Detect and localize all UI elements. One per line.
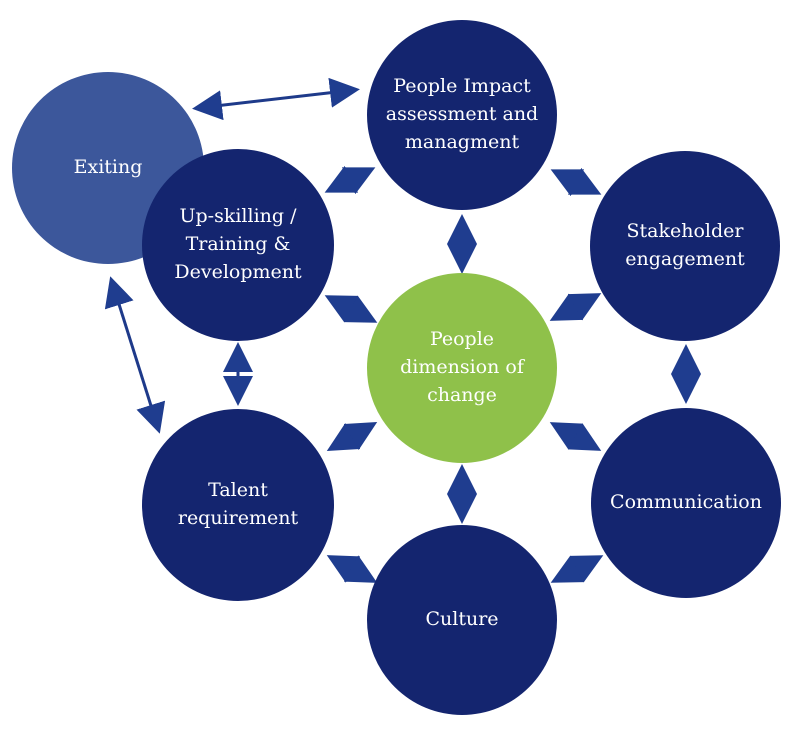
node-upskilling-label-line: Development [174, 261, 302, 283]
node-stakeholder-circle [590, 151, 780, 341]
node-talent-label-line: requirement [178, 507, 299, 529]
node-center: People dimension of change [367, 273, 557, 463]
node-center-label-line: dimension of [400, 356, 526, 378]
node-upskilling: Up-skilling / Training & Development [142, 149, 334, 341]
node-communication-circle [591, 408, 781, 598]
double-arrow [324, 165, 376, 195]
node-talent: Talent requirement [142, 409, 334, 601]
node-stakeholder-label: Stakeholder engagement [625, 220, 745, 270]
node-stakeholder: Stakeholder engagement [590, 151, 780, 341]
double-arrow [550, 555, 604, 583]
double-arrow [550, 167, 602, 197]
node-people-impact-label-line: managment [405, 131, 520, 153]
node-culture-label-line: Culture [425, 608, 498, 630]
node-talent-label-line: Talent [208, 479, 268, 501]
node-talent-label: Talent requirement [178, 479, 299, 529]
node-communication-label: Communication [610, 491, 762, 513]
node-culture-circle [367, 525, 557, 715]
node-people-impact-label-line: People Impact [393, 75, 531, 97]
node-people-impact-circle [367, 20, 557, 210]
double-arrow [326, 555, 378, 583]
node-people-impact-label: People Impact assessment and managment [386, 75, 538, 153]
node-center-label: People dimension of change [400, 328, 526, 406]
node-upskilling-label: Up-skilling / Training & Development [174, 205, 302, 283]
node-center-label-line: People [430, 328, 494, 350]
node-exiting-label-line: Exiting [74, 156, 143, 178]
node-culture: Culture [367, 525, 557, 715]
node-stakeholder-label-line: engagement [625, 248, 745, 270]
node-stakeholder-label-line: Stakeholder [627, 220, 745, 242]
node-communication: Communication [591, 408, 781, 598]
connector-arrows [104, 77, 701, 583]
double-arrow [324, 295, 378, 323]
node-exiting-label: Exiting [74, 156, 143, 178]
node-culture-label: Culture [425, 608, 498, 630]
double-arrow [549, 422, 602, 451]
node-upskilling-label-line: Up-skilling / [179, 205, 297, 227]
double-arrow [549, 293, 602, 321]
node-people-impact-label-line: assessment and [386, 103, 538, 125]
node-communication-label-line: Communication [610, 491, 762, 513]
node-center-circle [367, 273, 557, 463]
double-arrow [192, 77, 360, 121]
double-arrow [104, 276, 166, 434]
node-upskilling-circle [142, 149, 334, 341]
node-layer: Exiting People Impact assessment and manag… [12, 20, 781, 715]
node-talent-circle [142, 409, 334, 601]
node-people-impact: People Impact assessment and managment [367, 20, 557, 210]
double-arrow [326, 422, 378, 451]
node-upskilling-label-line: Training & [186, 233, 291, 255]
node-center-label-line: change [427, 384, 497, 406]
